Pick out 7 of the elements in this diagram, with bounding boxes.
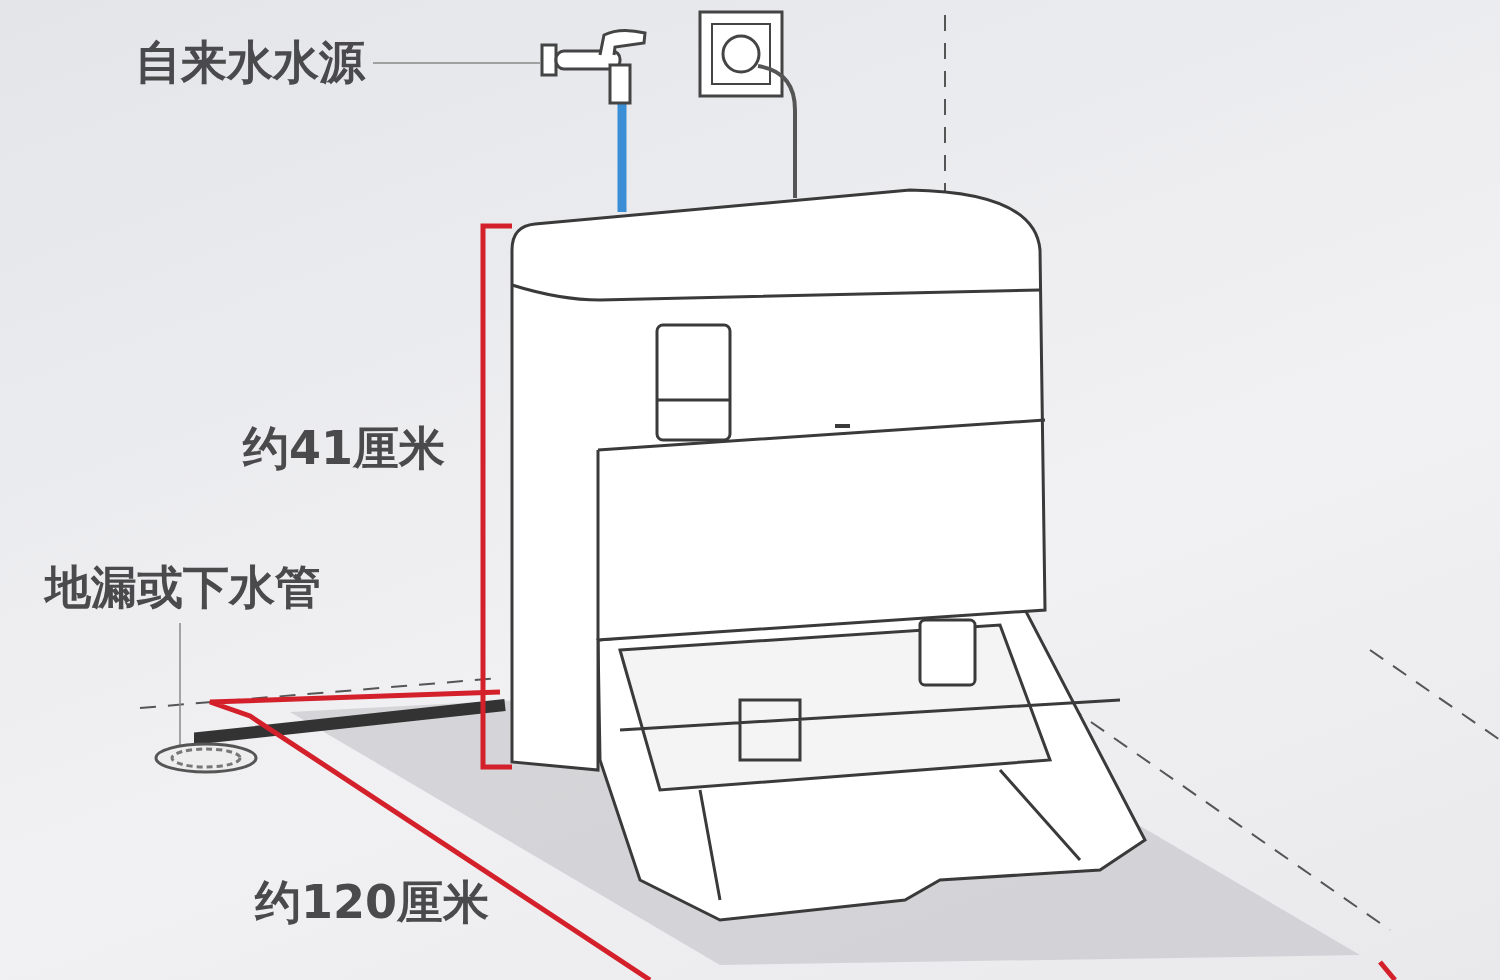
leader-line [372, 62, 541, 64]
dimension-label: 约120厘米 [255, 874, 490, 931]
leader-line [179, 622, 181, 747]
floor-drain-label: 地漏或下水管 [45, 557, 321, 619]
dimension-label: 约41厘米 [243, 420, 445, 477]
water-source-label: 自来水水源 [135, 32, 365, 94]
floor-drain-drawing [153, 742, 259, 774]
